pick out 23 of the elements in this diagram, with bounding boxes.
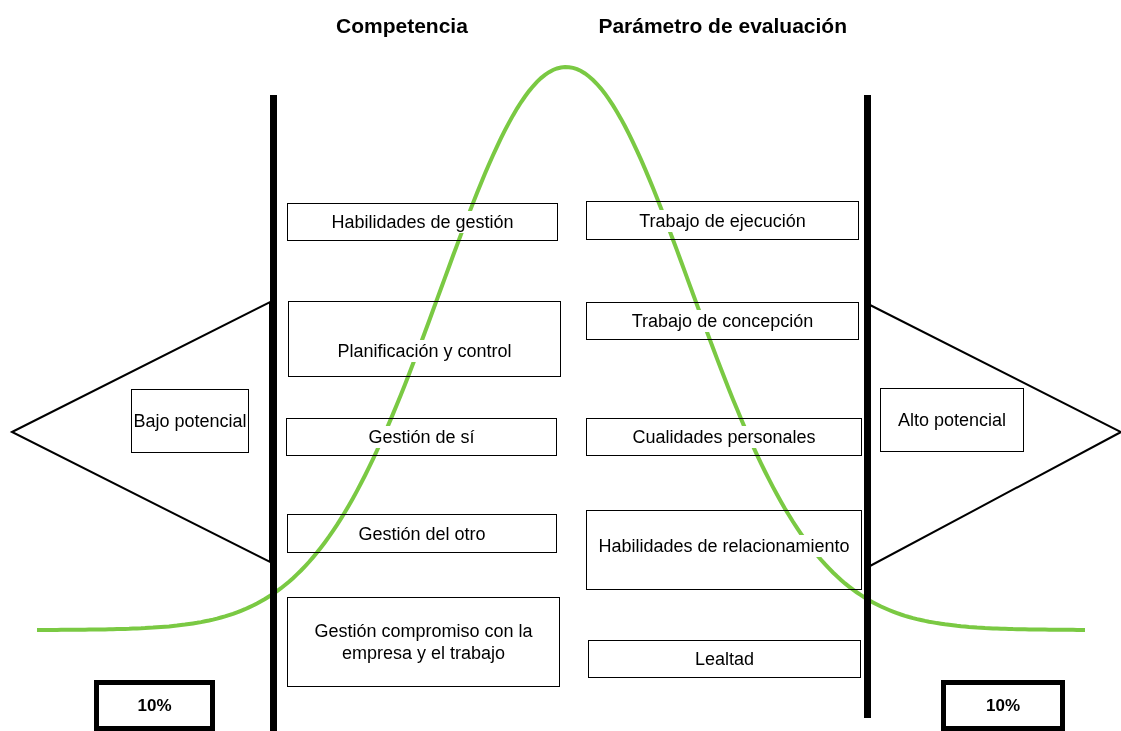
percentage-box	[94, 680, 215, 731]
box-label: Trabajo de ejecución	[639, 209, 806, 232]
column-heading: Competencia	[336, 13, 469, 39]
column-heading: Parámetro de evaluación	[597, 13, 848, 39]
box-label: Trabajo de concepción	[631, 310, 814, 332]
percentage-box	[941, 680, 1065, 731]
box-label: Habilidades de gestión	[331, 211, 514, 233]
text-box	[586, 302, 859, 340]
text-box	[586, 418, 862, 456]
text-box	[288, 301, 561, 377]
text-box	[287, 203, 558, 241]
text-box	[586, 201, 859, 240]
text-box	[588, 640, 861, 678]
box-label: Gestión de sí	[368, 426, 475, 448]
box-label: Planificación y control	[337, 340, 512, 362]
box-label: Habilidades de relacionamiento	[598, 535, 850, 557]
text-box	[286, 418, 557, 456]
text-box	[287, 597, 560, 687]
text-box	[880, 388, 1024, 452]
text-box	[586, 510, 862, 590]
box-label: Cualidades personales	[632, 426, 816, 448]
text-box	[131, 389, 249, 453]
text-box	[287, 514, 557, 553]
